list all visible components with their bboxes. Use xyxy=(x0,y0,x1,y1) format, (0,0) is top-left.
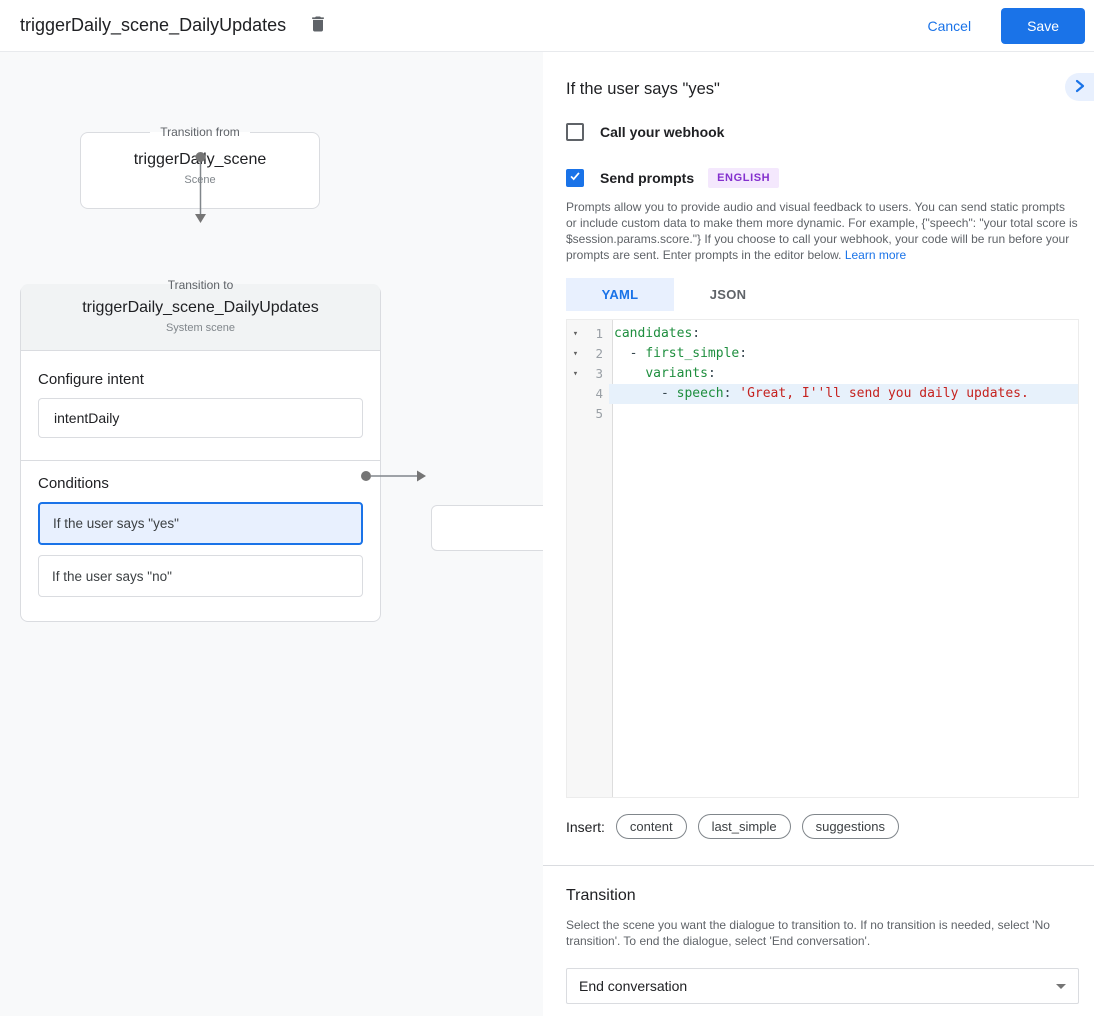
fold-arrow-icon[interactable]: ▾ xyxy=(572,349,579,359)
call-webhook-label: Call your webhook xyxy=(600,124,725,140)
configure-intent-label: Configure intent xyxy=(38,371,144,388)
code-line-text: - speech: 'Great, I''ll send you daily u… xyxy=(609,384,1078,404)
intent-item[interactable]: intentDaily xyxy=(38,398,363,438)
transition-description: Select the scene you want the dialogue t… xyxy=(566,918,1050,948)
fold-arrow-icon[interactable]: ▾ xyxy=(572,329,579,339)
panel-title: If the user says "yes" xyxy=(566,80,720,98)
editor-format-tabs: YAML JSON xyxy=(566,278,1078,311)
call-webhook-checkbox[interactable] xyxy=(566,123,584,141)
insert-chip-content[interactable]: content xyxy=(615,814,687,839)
transition-from-legend: Transition from xyxy=(160,125,240,139)
code-line-text: candidates: xyxy=(614,326,701,341)
to-scene-subtitle: System scene xyxy=(165,322,236,334)
fold-gutter xyxy=(567,404,584,424)
to-scene-header: triggerDaily_scene_DailyUpdates System s… xyxy=(21,284,380,351)
transition-to-node[interactable]: Transition to triggerDaily_scene_DailyUp… xyxy=(20,278,381,622)
code-line[interactable]: ▾ 3 variants: xyxy=(567,364,1078,384)
condition-detail-panel: If the user says "yes" Call your webhook… xyxy=(543,52,1094,1016)
from-scene-subtitle: Scene xyxy=(184,174,216,186)
save-button[interactable]: Save xyxy=(1001,7,1085,44)
transition-to-legend: Transition to xyxy=(167,278,234,292)
condition-item-yes[interactable]: If the user says "yes" xyxy=(38,502,363,545)
from-scene-title: triggerDaily_scene xyxy=(133,151,267,168)
checkmark-icon xyxy=(568,169,582,188)
code-line[interactable]: 4 - speech: 'Great, I''ll send you daily… xyxy=(567,384,1078,404)
learn-more-link[interactable]: Learn more xyxy=(844,248,907,262)
cancel-button[interactable]: Cancel xyxy=(927,17,972,34)
transition-from-node[interactable]: Transition from triggerDaily_scene Scene xyxy=(80,125,320,209)
delete-scene-button[interactable] xyxy=(304,12,332,40)
fold-gutter xyxy=(567,384,584,404)
send-prompts-checkbox[interactable] xyxy=(566,169,584,187)
line-number: 2 xyxy=(595,346,603,361)
card-divider xyxy=(21,460,380,461)
trash-icon xyxy=(308,13,328,38)
section-divider xyxy=(543,865,1094,866)
app-header: triggerDaily_scene_DailyUpdates Cancel S… xyxy=(0,0,1094,52)
code-editor-lines: ▾ 1 candidates: ▾ 2 - first_simple: ▾ 3 varian… xyxy=(567,320,1078,424)
code-line-text: variants: xyxy=(645,366,716,381)
scene-canvas: Transition from triggerDaily_scene Scene… xyxy=(0,52,543,1016)
code-line[interactable]: ▾ 2 - first_simple: xyxy=(567,344,1078,364)
fold-arrow-icon[interactable]: ▾ xyxy=(572,369,579,379)
send-prompts-label: Send prompts xyxy=(600,170,695,186)
editor-gutter xyxy=(567,320,613,797)
send-prompts-row: Send prompts ENGLISH xyxy=(566,168,1078,188)
insert-row: Insert: content last_simple suggestions xyxy=(566,814,1078,839)
prompts-description: Prompts allow you to provide audio and v… xyxy=(566,199,1078,263)
tab-yaml[interactable]: YAML xyxy=(566,278,674,311)
page-title: triggerDaily_scene_DailyUpdates xyxy=(20,15,287,35)
line-number: 1 xyxy=(595,326,603,341)
chevron-right-icon xyxy=(1073,79,1087,96)
insert-label: Insert: xyxy=(566,818,605,835)
language-badge: ENGLISH xyxy=(708,168,780,188)
dropdown-caret-icon xyxy=(1056,983,1066,989)
tab-json[interactable]: JSON xyxy=(709,287,747,302)
code-line[interactable]: 5 xyxy=(567,404,1078,424)
to-scene-title: triggerDaily_scene_DailyUpdates xyxy=(82,299,319,316)
line-number: 3 xyxy=(595,366,603,381)
prompts-description-text: Prompts allow you to provide audio and v… xyxy=(566,200,1078,262)
code-line-text xyxy=(609,404,1078,424)
insert-chip-suggestions[interactable]: suggestions xyxy=(801,814,899,839)
insert-chip-last-simple[interactable]: last_simple xyxy=(697,814,791,839)
conditions-label: Conditions xyxy=(38,475,109,492)
line-number: 4 xyxy=(595,386,603,401)
line-number: 5 xyxy=(595,406,603,421)
transition-dropdown-value: End conversation xyxy=(579,978,688,994)
webhook-row: Call your webhook xyxy=(566,123,1078,141)
transition-dropdown[interactable]: End conversation xyxy=(566,968,1079,1004)
code-line-text: - first_simple: xyxy=(614,346,748,361)
collapse-panel-button[interactable] xyxy=(1065,73,1094,101)
code-editor[interactable]: ▾ 1 candidates: ▾ 2 - first_simple: ▾ 3 varian… xyxy=(566,319,1079,798)
condition-item-no[interactable]: If the user says "no" xyxy=(38,555,363,597)
code-line[interactable]: ▾ 1 candidates: xyxy=(567,324,1078,344)
transition-section-title: Transition xyxy=(566,887,636,904)
transition-target-node[interactable] xyxy=(431,505,543,551)
